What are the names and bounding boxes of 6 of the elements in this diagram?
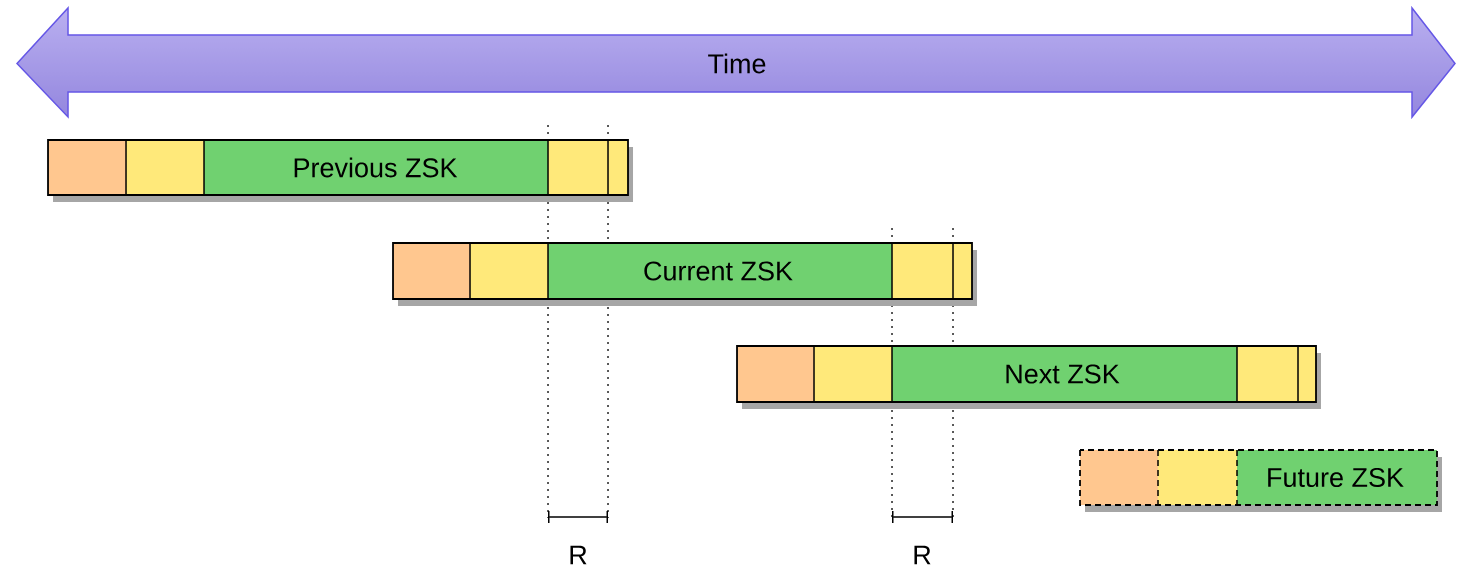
dimension-label: R: [914, 545, 931, 565]
dimension-label: R: [570, 545, 587, 565]
key-lifetime-bar: Current ZSK: [392, 242, 977, 306]
key-lifetime-bar: Future ZSK: [1079, 449, 1442, 512]
key-lifetime-bar: Previous ZSK: [47, 139, 633, 202]
key-lifetime-bar: Next ZSK: [736, 345, 1321, 409]
